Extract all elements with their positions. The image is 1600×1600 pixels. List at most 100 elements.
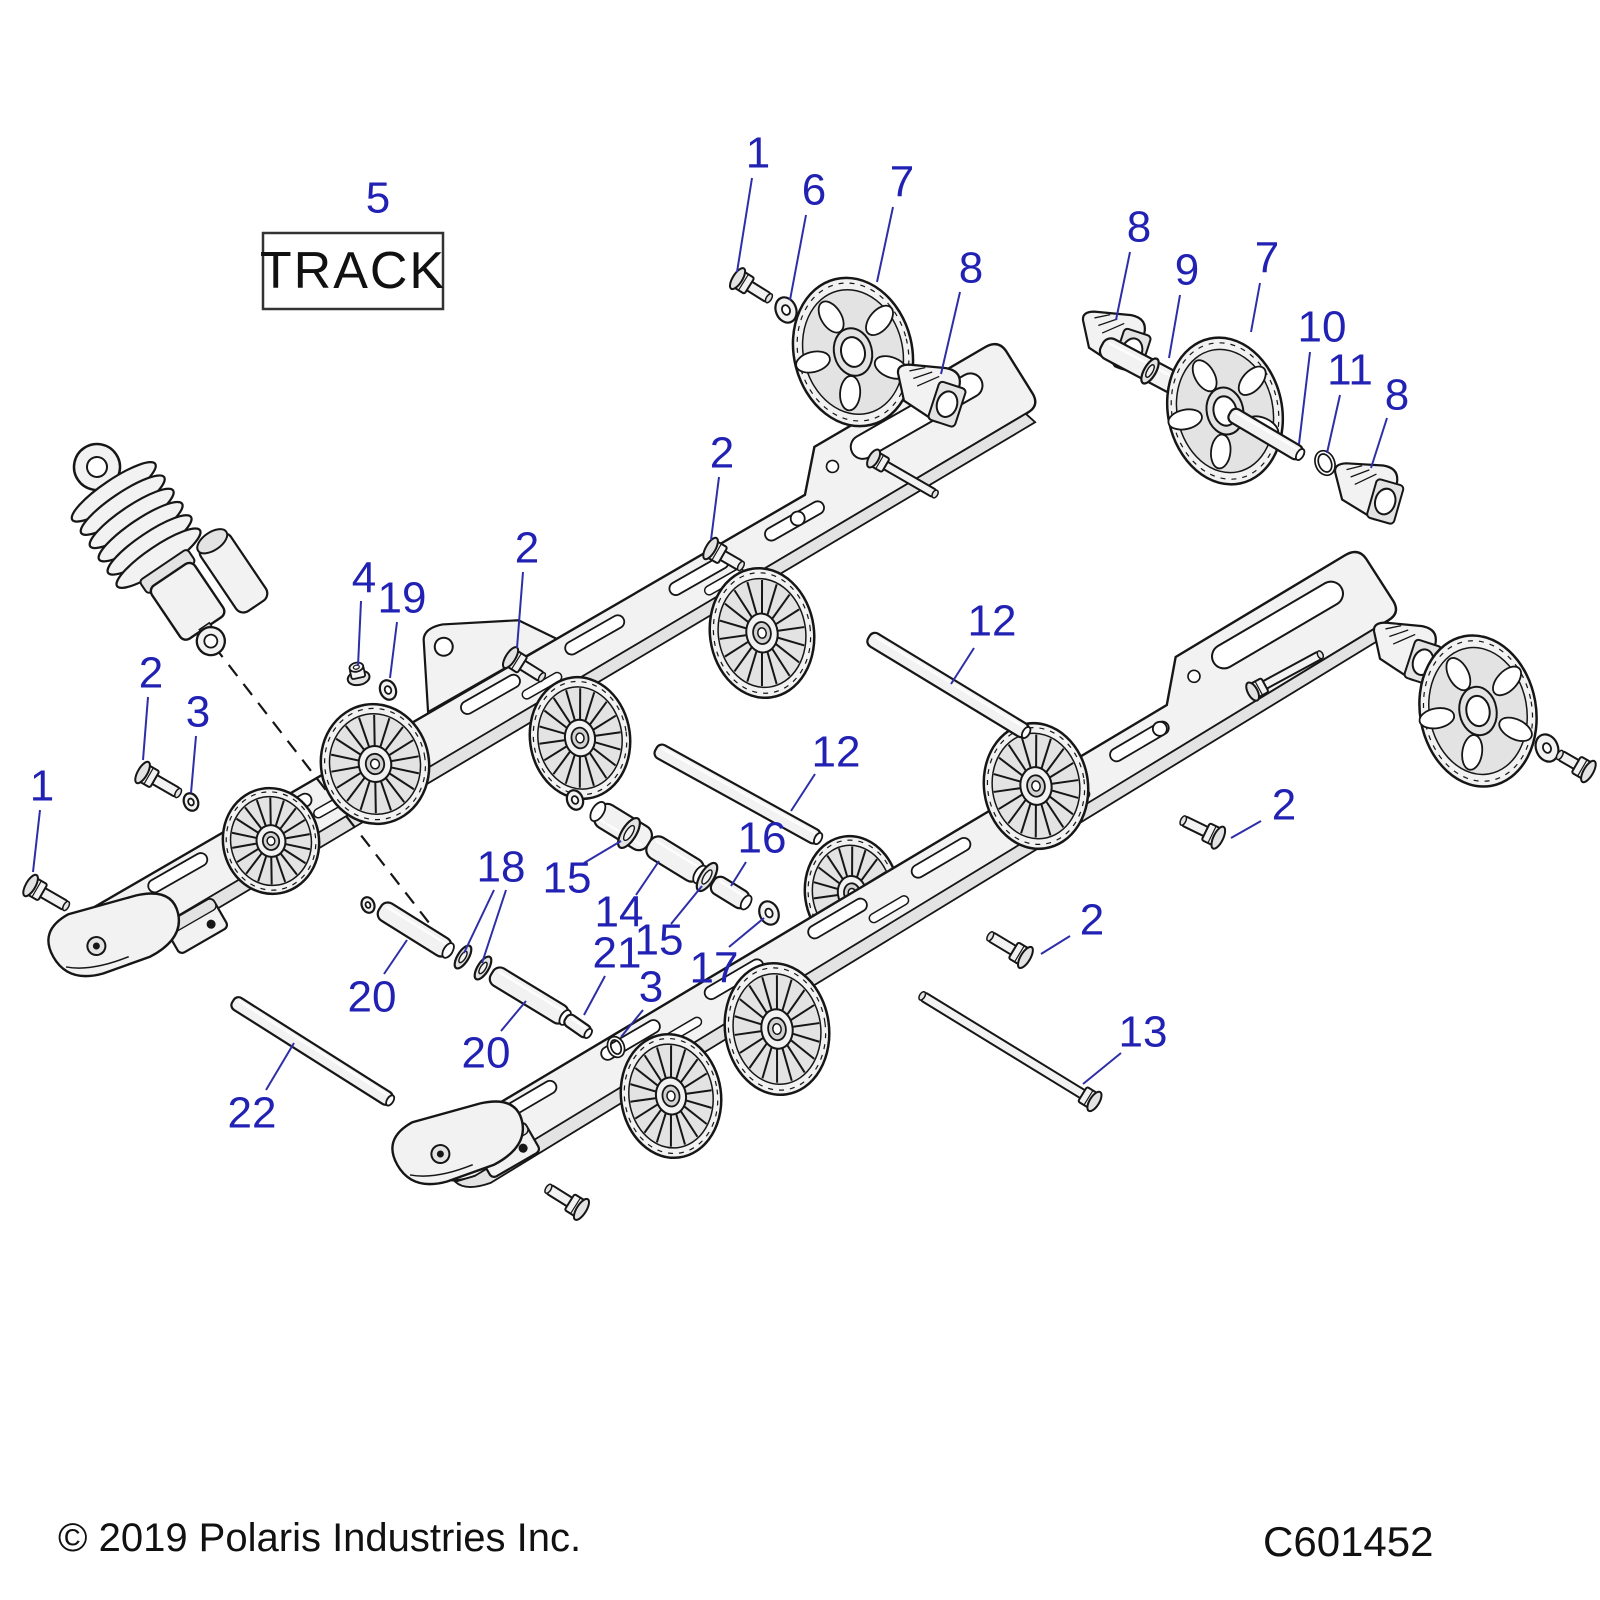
leader-line (1230, 820, 1262, 839)
callout: 2 (710, 429, 734, 541)
leader-line (950, 647, 975, 685)
axle-block (1333, 462, 1405, 525)
leader-line (383, 939, 408, 975)
long-bolt-13 (918, 990, 1103, 1113)
callout-number: 7 (890, 158, 914, 207)
o-ring-11 (1314, 449, 1336, 477)
callout-number: 18 (477, 843, 526, 892)
shaft-tube-22 (230, 996, 396, 1107)
o-ring-3 (606, 1035, 626, 1059)
callout: 12 (950, 597, 1017, 685)
wheel-cutout (1167, 408, 1203, 431)
callout-number: 8 (1127, 203, 1151, 252)
callout: 2 (1230, 781, 1296, 839)
callout: 22 (228, 1042, 295, 1138)
callout-number: 2 (1272, 781, 1296, 830)
idler-wheel (708, 566, 816, 700)
flange-bolt (1555, 749, 1597, 784)
callout: 2 (1040, 896, 1104, 955)
flange-bolt-2 (1179, 815, 1227, 850)
leader-line (463, 889, 495, 954)
shaft-tube-12 (866, 631, 1032, 739)
callout-number: 2 (515, 524, 539, 573)
rail-tip-guard (47, 892, 181, 978)
callout: 14 (595, 860, 660, 937)
callout-number: 11 (1327, 346, 1373, 395)
callout-number: 21 (593, 929, 642, 978)
leader-line (876, 206, 894, 283)
wheel-cutout (1492, 665, 1522, 697)
flange-bolt-1 (22, 873, 71, 912)
washer-17 (758, 900, 780, 926)
idler-wheel (723, 961, 831, 1097)
callout: 13 (1082, 1008, 1167, 1085)
idler-wheel (619, 1032, 723, 1160)
leader-line (670, 885, 703, 925)
callout-number: 2 (139, 649, 163, 698)
callout-number: 9 (1175, 246, 1199, 295)
callout-number: 15 (543, 854, 592, 903)
callout-number: 2 (1080, 896, 1104, 945)
callout: 2 (515, 524, 539, 649)
rail-tip-guard (391, 1100, 525, 1186)
leader-line (730, 861, 747, 887)
callout-number: 20 (348, 973, 397, 1022)
callout: 7 (1250, 234, 1279, 333)
callout-number: 1 (746, 129, 770, 178)
callout: 1 (736, 129, 770, 273)
callout: 3 (186, 688, 210, 794)
leader-line (620, 1009, 644, 1038)
callout: 8 (1370, 371, 1409, 469)
wheel-cutout (1498, 716, 1533, 742)
callout: 8 (940, 244, 983, 375)
callout: 8 (1115, 203, 1151, 321)
rear-axle-tip (1227, 407, 1306, 461)
spacer-tube-20 (488, 966, 572, 1026)
callout-number: 7 (1255, 234, 1279, 283)
callout: 21 (583, 929, 642, 1016)
flange-nut (346, 661, 371, 687)
callout-number: 19 (378, 574, 427, 623)
leader-line (728, 917, 765, 948)
callout: 11 (1326, 346, 1373, 454)
callout-number: 10 (1298, 303, 1347, 352)
shock-mount-bracket (422, 619, 559, 714)
assembly-dash-line (213, 645, 448, 947)
idler-wheel (791, 276, 915, 428)
callout-number: 2 (710, 429, 734, 478)
flange-bolt-2 (501, 646, 547, 683)
callout-number: 8 (959, 244, 983, 293)
shaft-tube-12 (653, 743, 824, 846)
spacer-tube-20 (376, 901, 455, 959)
flange-bolt-2 (702, 536, 746, 572)
callout-number: 20 (462, 1029, 511, 1078)
callout: 12 (790, 728, 860, 812)
leader-line (789, 214, 807, 301)
callout: 15 (543, 840, 622, 903)
leader-line (1115, 251, 1131, 321)
leader-line (583, 840, 622, 864)
flange-ring (617, 816, 641, 850)
parts-layer (22, 267, 1597, 1221)
callout-number: 3 (639, 963, 663, 1012)
track-label-group: TRACK (260, 231, 446, 311)
callout-number: 22 (228, 1089, 277, 1138)
track-label: TRACK (260, 242, 446, 300)
callout-number: 12 (968, 597, 1017, 646)
idler-wheel (319, 702, 431, 826)
callout: 7 (876, 158, 914, 283)
callout-number: 8 (1385, 371, 1409, 420)
flange-ring (1140, 357, 1160, 385)
axle-block (896, 363, 967, 428)
washer-19 (378, 679, 398, 701)
wheel-cutout (795, 350, 831, 374)
spacer-tube-16 (709, 875, 753, 911)
leader-line (710, 476, 720, 541)
leader-line (32, 809, 41, 873)
leader-line (1326, 394, 1341, 454)
flange-bolt-1 (728, 267, 774, 304)
leader-line (142, 696, 149, 761)
tension-adjuster-bolt (866, 448, 939, 499)
